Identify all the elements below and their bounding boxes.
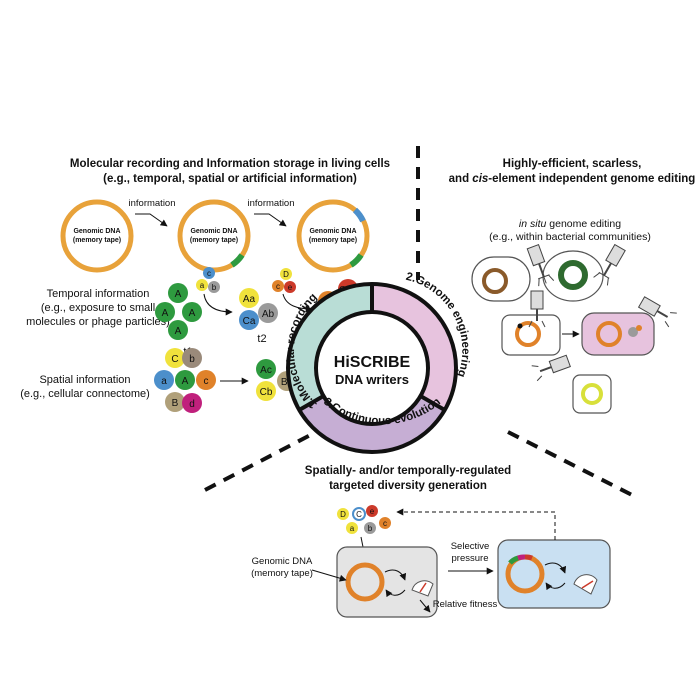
memory-tape-ring-1: Genomic DNA (memory tape) [60,199,134,273]
time-label-t2: t2 [257,333,266,345]
divider-lower-right [507,430,633,497]
bacterium-green-ring [542,250,604,302]
svg-text:(e.g., within bacterial commun: (e.g., within bacterial communities) [489,231,651,243]
svg-text:Genomic DNA: Genomic DNA [190,228,237,235]
recording-subtitle: (e.g., temporal, spatial or artificial i… [103,173,357,185]
svg-text:A: A [175,289,182,300]
svg-text:Aa: Aa [243,294,256,305]
phage-5 [531,354,571,382]
genomic-dna-pointer [311,569,347,582]
svg-text:c: c [383,519,387,528]
information-label-1: information [129,198,176,209]
fitness-gauge-2 [573,574,598,595]
svg-text:Ca: Ca [243,316,256,327]
svg-text:b: b [189,354,195,365]
editing-subtitle: and cis-element independent genome editi… [449,173,696,185]
svg-text:(memory tape): (memory tape) [73,237,121,244]
hiscribe-title: HiSCRIBE [334,354,411,371]
svg-text:C: C [356,510,362,519]
svg-text:b: b [212,283,217,292]
svg-text:A: A [189,308,196,319]
phage-3 [528,290,546,328]
t1-signal-molecules: c a b [196,267,220,293]
phage-4 [637,296,677,328]
memory-tape-ring-3: Genomic DNA (memory tape) [296,199,370,273]
genome-editing-panel: Highly-efficient, scarless, and cis-elem… [449,158,696,414]
svg-text:Ab: Ab [262,309,275,320]
svg-text:molecules or phage particles): molecules or phage particles) [26,316,170,328]
feedback-loop-arrow [396,508,556,540]
t2-signal-molecules: D c e [272,268,296,293]
selective-pressure-label: Selective [451,541,490,552]
information-arrow-1 [135,213,168,227]
recording-title: Molecular recording and Information stor… [70,158,390,170]
hiscribe-wheel: HiSCRIBE DNA writers 1.Molecular recordi… [285,271,471,454]
insitu-label: in situ genome editing [519,218,621,230]
svg-text:(e.g., exposure to small: (e.g., exposure to small [41,302,155,314]
svg-text:(e.g., cellular connectome): (e.g., cellular connectome) [20,388,150,400]
svg-text:(memory tape): (memory tape) [190,237,238,244]
svg-text:a: a [161,376,167,387]
svg-text:A: A [162,308,169,319]
bacterium-yellow-ring [572,374,612,414]
divider-lower-left [204,428,321,492]
svg-text:c: c [276,282,280,291]
diversity-signal-molecules: D C e a b c [337,505,391,534]
culture-box-1 [336,546,438,618]
bacterium-orange-ring [501,314,561,356]
svg-text:D: D [340,510,346,519]
molecular-recording-panel: Molecular recording and Information stor… [20,158,390,413]
spatial-cell-cluster: C b a A c B d [154,348,216,413]
hiscribe-subtitle: DNA writers [335,372,409,387]
diversity-subtitle: targeted diversity generation [329,480,487,492]
information-label-2: information [248,198,295,209]
svg-text:A: A [175,326,182,337]
diversity-title: Spatially- and/or temporally-regulated [305,465,511,477]
svg-text:(memory tape): (memory tape) [309,237,357,244]
divider-lines [204,146,633,497]
svg-text:(memory tape): (memory tape) [251,568,313,579]
bacterium-brown-ring [471,256,531,302]
wheel-segment-continuous-evolution [299,396,445,453]
diversity-generation-panel: Spatially- and/or temporally-regulated t… [251,465,611,618]
t2-to-t3-arrow [282,293,313,313]
phage-1 [526,244,555,287]
temporal-label: Temporal information [47,288,150,300]
svg-text:d: d [189,399,195,410]
information-arrow-2 [254,213,287,227]
svg-text:C: C [171,354,178,365]
editing-title: Highly-efficient, scarless, [503,158,642,170]
svg-text:Ac: Ac [260,365,272,376]
svg-text:a: a [200,281,205,290]
svg-text:Genomic DNA: Genomic DNA [73,228,120,235]
t2-cell-cluster: Aa Ab Ca [239,288,278,330]
t1-to-t2-arrow [203,293,233,316]
svg-text:A: A [182,376,189,387]
phage-2 [593,243,626,286]
svg-text:Cb: Cb [260,387,273,398]
bacterium-edited [581,312,655,356]
svg-text:c: c [207,269,211,278]
memory-tape-ring-2: Genomic DNA (memory tape) [177,199,251,273]
svg-text:Bd: Bd [281,377,293,388]
relative-fitness-label: Relative fitness [433,599,498,610]
svg-text:D: D [283,270,289,279]
culture-box-2 [497,539,611,609]
svg-text:Genomic DNA: Genomic DNA [309,228,356,235]
svg-text:e: e [288,283,293,292]
svg-text:pressure: pressure [452,553,489,564]
svg-text:B: B [172,398,179,409]
svg-text:e: e [370,507,375,516]
svg-text:b: b [368,524,373,533]
svg-text:c: c [204,376,209,387]
relative-fitness-pointer [419,599,431,613]
spatial-label: Spatial information [39,374,130,386]
t1-cell-cluster: A A A A [155,283,202,340]
genomic-dna-label: Genomic DNA [252,556,313,567]
svg-text:a: a [350,524,355,533]
